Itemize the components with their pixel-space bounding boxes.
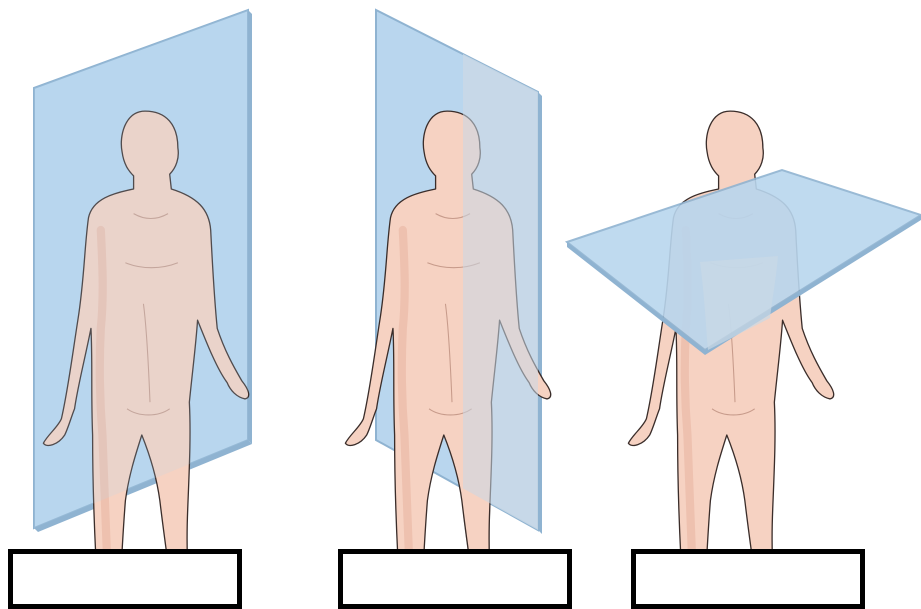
figure-sagittal-plane <box>345 10 550 605</box>
answer-box-2[interactable] <box>338 549 572 609</box>
frontal-plane-edge <box>248 10 252 444</box>
answer-box-3[interactable] <box>631 549 865 609</box>
figure-frontal-plane <box>34 10 252 605</box>
figure-transverse-plane <box>567 111 921 605</box>
answer-box-1[interactable] <box>8 549 242 609</box>
